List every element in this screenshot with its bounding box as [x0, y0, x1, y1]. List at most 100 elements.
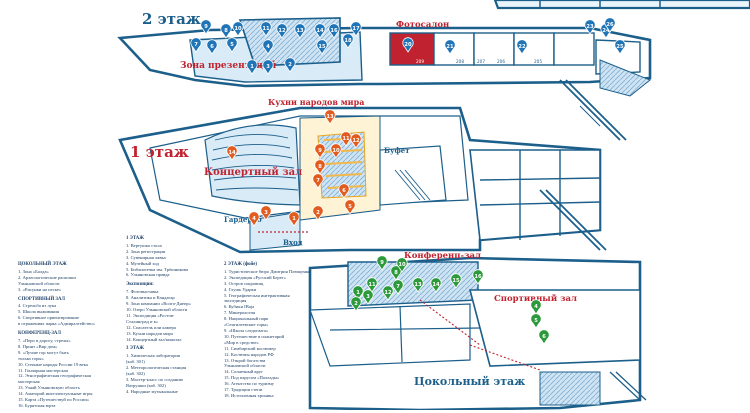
marker-floor1-13[interactable]: 13: [324, 109, 336, 125]
marker-basement-2[interactable]: 2: [350, 296, 362, 312]
legend-item: 15. Под парусом «Паллады»: [224, 375, 280, 381]
marker-floor2-18[interactable]: 18: [342, 33, 354, 49]
marker-basement-15[interactable]: 15: [450, 273, 462, 289]
marker-basement-3[interactable]: 3: [362, 289, 374, 305]
marker-floor2-4[interactable]: 4: [262, 39, 274, 55]
marker-floor1-10[interactable]: 10: [330, 143, 342, 159]
marker-number: 2: [354, 301, 358, 307]
legend-item: 3. Остров сокровищ: [224, 280, 264, 286]
legend-item: Ульяновской области: [18, 280, 60, 286]
marker-number: 10: [398, 262, 406, 268]
marker-number: 14: [432, 282, 440, 288]
marker-number: 21: [446, 44, 454, 50]
legend-item: (каб. 302): [126, 371, 145, 377]
marker-floor1-11[interactable]: 11: [340, 131, 352, 147]
legend-item: 2. Экспедиция «Русский Берег»: [224, 274, 286, 280]
marker-floor2-12[interactable]: 12: [276, 23, 288, 39]
marker-floor1-2[interactable]: 2: [312, 205, 324, 221]
marker-floor2-6[interactable]: 6: [206, 39, 218, 55]
marker-floor1-9[interactable]: 9: [314, 143, 326, 159]
marker-floor2-10[interactable]: 10: [232, 21, 244, 37]
marker-floor2-13[interactable]: 13: [294, 23, 306, 39]
marker-floor1-1[interactable]: 1: [288, 211, 300, 227]
marker-number: 3: [366, 294, 370, 300]
map-pin-icon: [396, 257, 408, 273]
marker-basement-4[interactable]: 4: [530, 299, 542, 315]
map-pin-icon: [316, 39, 328, 55]
marker-number: 17: [352, 26, 360, 32]
marker-number: 20: [404, 42, 412, 48]
map-pin-icon: [392, 279, 404, 295]
legend-item: 7. Минералогия: [224, 310, 256, 316]
marker-floor1-12[interactable]: 12: [350, 133, 362, 149]
marker-floor2-14[interactable]: 14: [314, 23, 326, 39]
marker-floor1-4[interactable]: 4: [248, 211, 260, 227]
map-pin-icon: [226, 37, 238, 53]
marker-number: 14: [228, 150, 236, 156]
marker-floor2-7[interactable]: 7: [190, 37, 202, 53]
legend-item: Сталинград и к»: [126, 318, 159, 324]
marker-floor2-26[interactable]: 26: [604, 17, 616, 33]
marker-floor2-15[interactable]: 15: [316, 39, 328, 55]
marker-basement-16[interactable]: 16: [472, 269, 484, 285]
marker-floor2-2[interactable]: 2: [284, 57, 296, 73]
marker-basement-10[interactable]: 10: [396, 257, 408, 273]
legend-basement-title: ЦОКОЛЬНЫЙ ЭТАЖ: [18, 262, 67, 267]
legend-item: 11. Гончарная мастерская: [18, 367, 68, 373]
marker-basement-9[interactable]: 9: [376, 255, 388, 271]
basement-plan: [308, 256, 647, 410]
cuisines-label: Кухни народов мира: [268, 97, 364, 107]
legend-item: Ульяновской области: [224, 363, 266, 369]
legend-item: 14. Концертный зал/кинозал: [126, 336, 182, 342]
marker-floor2-11[interactable]: 11: [260, 21, 272, 37]
legend-item: 14. Солнечный круг: [224, 369, 263, 375]
marker-floor2-16[interactable]: 16: [328, 23, 340, 39]
marker-floor2-9[interactable]: 9: [200, 19, 212, 35]
marker-floor1-8[interactable]: 8: [314, 159, 326, 175]
marker-basement-5[interactable]: 5: [530, 313, 542, 329]
marker-floor2-1[interactable]: 1: [246, 59, 258, 75]
marker-floor2-17[interactable]: 17: [350, 21, 362, 37]
marker-basement-13[interactable]: 13: [412, 277, 424, 293]
marker-floor2-8[interactable]: 8: [220, 23, 232, 39]
marker-basement-1[interactable]: 1: [352, 285, 364, 301]
legend-item: 13. Узнай Ульяновскую область: [18, 385, 80, 391]
marker-basement-6[interactable]: 6: [538, 329, 550, 345]
legend-item: 7. Фотовыставка: [126, 289, 159, 295]
map-pin-icon: [262, 39, 274, 55]
marker-floor2-23[interactable]: 23: [584, 19, 596, 35]
marker-number: 7: [316, 178, 320, 184]
marker-basement-11[interactable]: 11: [366, 277, 378, 293]
legend-item: Ватрушки (каб. 302): [126, 382, 166, 388]
map-pin-icon: [472, 269, 484, 285]
marker-floor1-6[interactable]: 6: [338, 183, 350, 199]
legend-item: 1. Химическая лаборатория: [126, 353, 180, 359]
legend-sports-title: СПОРТИВНЫЙ ЗАЛ: [18, 296, 65, 302]
legend-item: 13. Кухни народов мира: [126, 330, 173, 336]
marker-floor1-14[interactable]: 14: [226, 145, 238, 161]
buffet-label: Буфет: [384, 146, 410, 155]
marker-floor1-7[interactable]: 7: [312, 173, 324, 189]
marker-floor2-22[interactable]: 22: [516, 39, 528, 55]
map-pin-icon: [344, 199, 356, 215]
marker-basement-7[interactable]: 7: [392, 279, 404, 295]
marker-floor1-5[interactable]: 5: [344, 199, 356, 215]
conference-hall-label: Конференц-зал: [404, 251, 481, 261]
marker-basement-12[interactable]: 12: [382, 285, 394, 301]
marker-floor2-25[interactable]: 25: [614, 39, 626, 55]
marker-floor1-3[interactable]: 3: [260, 205, 272, 221]
map-pin-icon: [246, 59, 258, 75]
marker-basement-8[interactable]: 8: [390, 265, 402, 281]
marker-floor2-21[interactable]: 21: [444, 39, 456, 55]
marker-basement-14[interactable]: 14: [430, 277, 442, 293]
marker-floor2-20[interactable]: 20: [402, 37, 414, 53]
marker-floor2-3[interactable]: 3: [262, 59, 274, 75]
legend-floor3-title: 3 ЭТАЖ: [126, 346, 145, 352]
map-pin-icon: [614, 39, 626, 55]
basement-title: Цокольный этаж: [414, 375, 525, 388]
marker-number: 16: [474, 274, 482, 280]
marker-floor2-5[interactable]: 5: [226, 37, 238, 53]
map-pin-icon: [288, 211, 300, 227]
